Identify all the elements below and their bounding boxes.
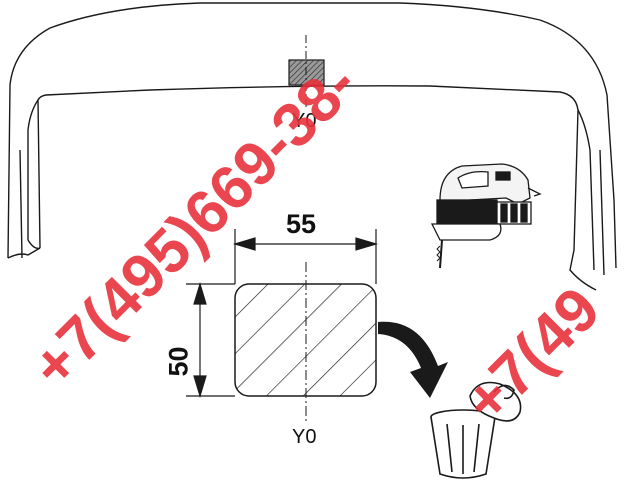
jigsaw-icon	[430, 163, 542, 269]
width-dimension	[232, 229, 379, 284]
discard-arrow-icon	[378, 321, 448, 398]
trash-lid-icon	[469, 381, 522, 422]
bottom-axis-label: Y0	[292, 426, 317, 448]
top-axis-label: Y0	[292, 110, 317, 132]
width-dimension-label: 55	[286, 209, 317, 239]
frame-outline	[7, 2, 617, 291]
trash-can-icon	[430, 381, 522, 479]
height-dimension	[186, 281, 235, 399]
height-dimension-label: 50	[163, 346, 194, 377]
